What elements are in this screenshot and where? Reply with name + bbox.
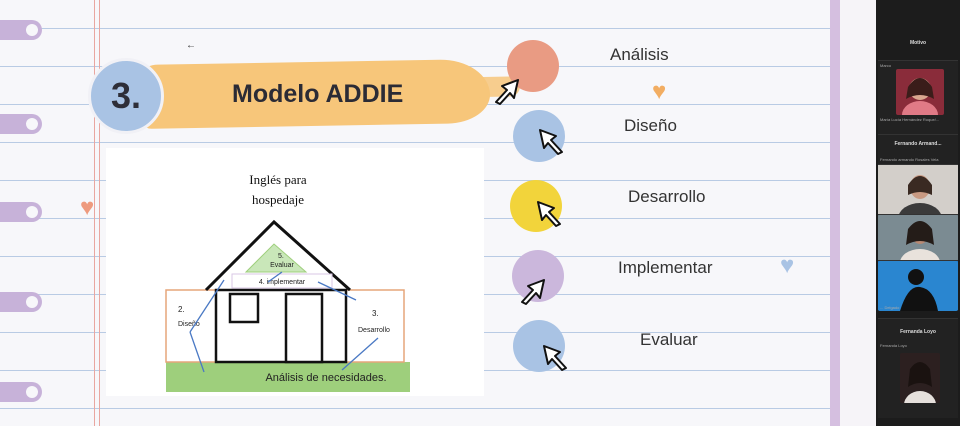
addie-house-diagram: Inglés para hospedaje Análisis de necesi… [106,148,484,396]
decorative-strip [830,0,840,426]
cursor-icon [537,201,561,227]
participant-video [878,215,958,261]
margin-line [99,0,100,426]
step-analisis-label: Análisis [610,45,669,64]
participant-name: Fernando Armand... [894,141,942,147]
cursor-icon [543,345,567,371]
notebook-line [0,28,840,29]
binder-ring [0,202,42,222]
participant-video [896,69,944,115]
cursor-icon [495,79,519,105]
diagram-step5: 5. [278,253,284,260]
cursor-icon [539,129,563,155]
section-number: 3. [110,75,142,116]
participant-tile[interactable] [878,164,958,217]
ground-bar [166,362,410,392]
participant-tile[interactable]: Fernanda Loyo Fernanda Loyo [878,318,958,418]
participant-video [900,353,940,403]
diagram-diseno: Diseño [178,321,200,328]
diagram-heading-line2: hospedaje [252,192,304,207]
participant-video [878,261,958,311]
participant-subtitle: Fernando armando Rosales Vela [880,157,939,162]
diagram-step3: 3. [372,309,379,318]
diagram-analisis: Análisis de necesidades. [265,372,386,384]
diagram-desarrollo: Desarrollo [358,327,390,334]
small-arrow-icon: ← [186,40,196,51]
diagram-step2: 2. [178,305,185,314]
participant-video [878,165,958,217]
diagram-heading-line1: Inglés para [249,172,307,187]
heart-icon: ♥ [780,252,795,279]
participant-subtitle: Fernanda Loyo [880,343,907,348]
participants-panel: Motivo Marco María Lucía Hernández Roque… [876,0,960,426]
heart-icon: ♥ [652,78,667,105]
panel-title: Motivo [909,40,927,46]
participant-name: Fernanda Loyo [900,329,936,335]
step-diseno-label: Diseño [624,116,677,135]
participant-name: María Lucía Hernández Roque/... [880,117,940,122]
participant-tile[interactable] [878,214,958,261]
heart-icon: ♥ [80,194,95,221]
binder-ring [0,20,42,40]
binder-ring [0,292,42,312]
participant-subtitle: Marco [880,63,892,68]
participant-name: ... Delgado [880,305,900,310]
participant-tile[interactable]: Marco María Lucía Hernández Roque/... [878,60,958,140]
step-implementar-label: Implementar [618,258,713,277]
binder-ring [0,382,42,402]
presentation-slide: ← 3. Modelo ADDIE Inglés para hospedaje … [0,0,840,426]
step-desarrollo-label: Desarrollo [628,187,706,206]
slide-title: Modelo ADDIE [232,80,404,108]
section-number-circle: 3. [88,58,164,134]
diagram-implementar: 4. implementar [259,279,306,286]
binder-ring [0,114,42,134]
margin-line [94,0,95,426]
notebook-line [0,142,840,143]
step-evaluar-label: Evaluar [640,330,698,349]
cursor-icon [521,279,545,305]
diagram-evaluar: Evaluar [270,262,294,269]
participant-tile[interactable]: ... Delgado [878,260,958,311]
notebook-line [0,408,840,409]
